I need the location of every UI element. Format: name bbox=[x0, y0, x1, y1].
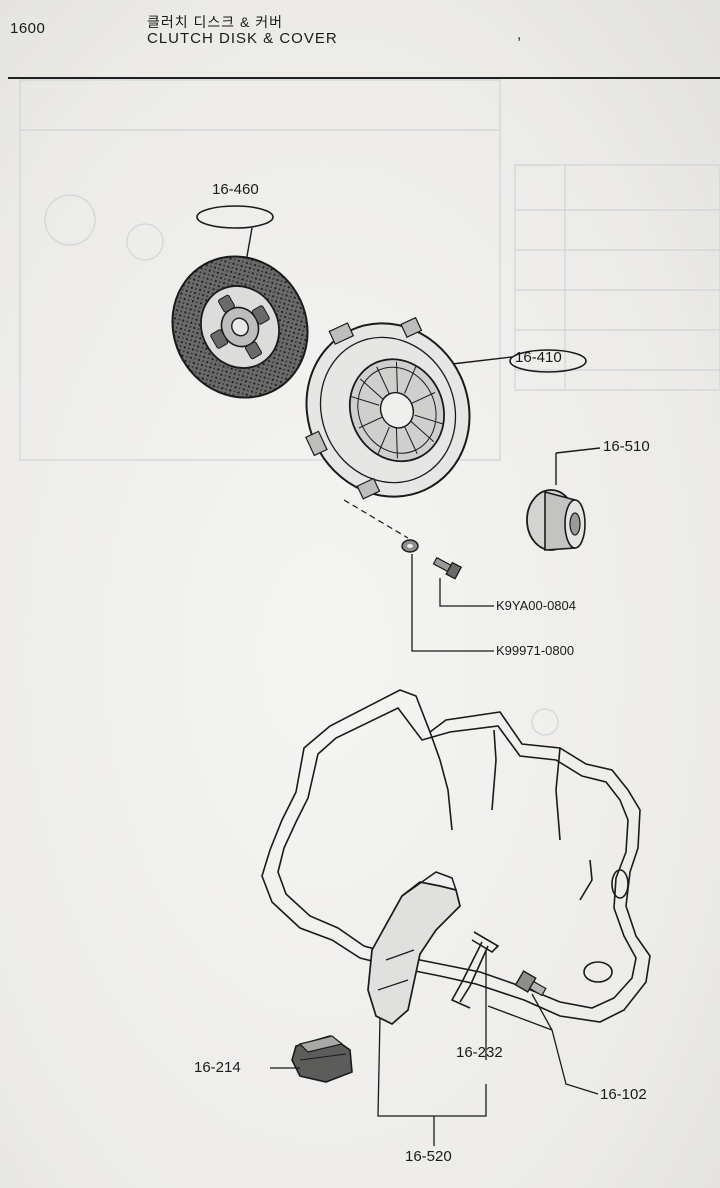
page-number: 1600 bbox=[10, 20, 46, 37]
bleed-through-table bbox=[19, 79, 720, 736]
callout-16-520: 16-520 bbox=[405, 1148, 452, 1165]
dust-boot bbox=[291, 1035, 353, 1083]
leader-lines bbox=[270, 950, 599, 1146]
page-title-english: CLUTCH DISK & COVER bbox=[147, 30, 338, 47]
callout-16-460: 16-460 bbox=[212, 181, 259, 198]
spring-clip bbox=[450, 931, 500, 1009]
transaxle-housing bbox=[261, 689, 651, 1023]
callout-16-214: 16-214 bbox=[194, 1059, 241, 1076]
header-rule bbox=[8, 77, 720, 79]
clutch-disc bbox=[171, 205, 309, 399]
callout-k9ya00-0804: K9YA00-0804 bbox=[496, 598, 576, 613]
pivot-bolt bbox=[514, 970, 547, 997]
callout-16-102: 16-102 bbox=[600, 1086, 647, 1103]
callout-16-232: 16-232 bbox=[456, 1044, 503, 1061]
callout-k99971-0800: K99971-0800 bbox=[496, 643, 575, 658]
washer-and-bolt bbox=[401, 539, 494, 652]
clutch-cover bbox=[305, 316, 587, 539]
page-title-korean: 클러치 디스크 & 커버 bbox=[147, 14, 284, 30]
callout-16-410: 16-410 bbox=[515, 349, 562, 366]
callout-16-510: 16-510 bbox=[603, 438, 650, 455]
header-mark: , bbox=[517, 26, 522, 43]
release-bearing bbox=[526, 447, 601, 551]
release-fork bbox=[367, 871, 461, 1026]
